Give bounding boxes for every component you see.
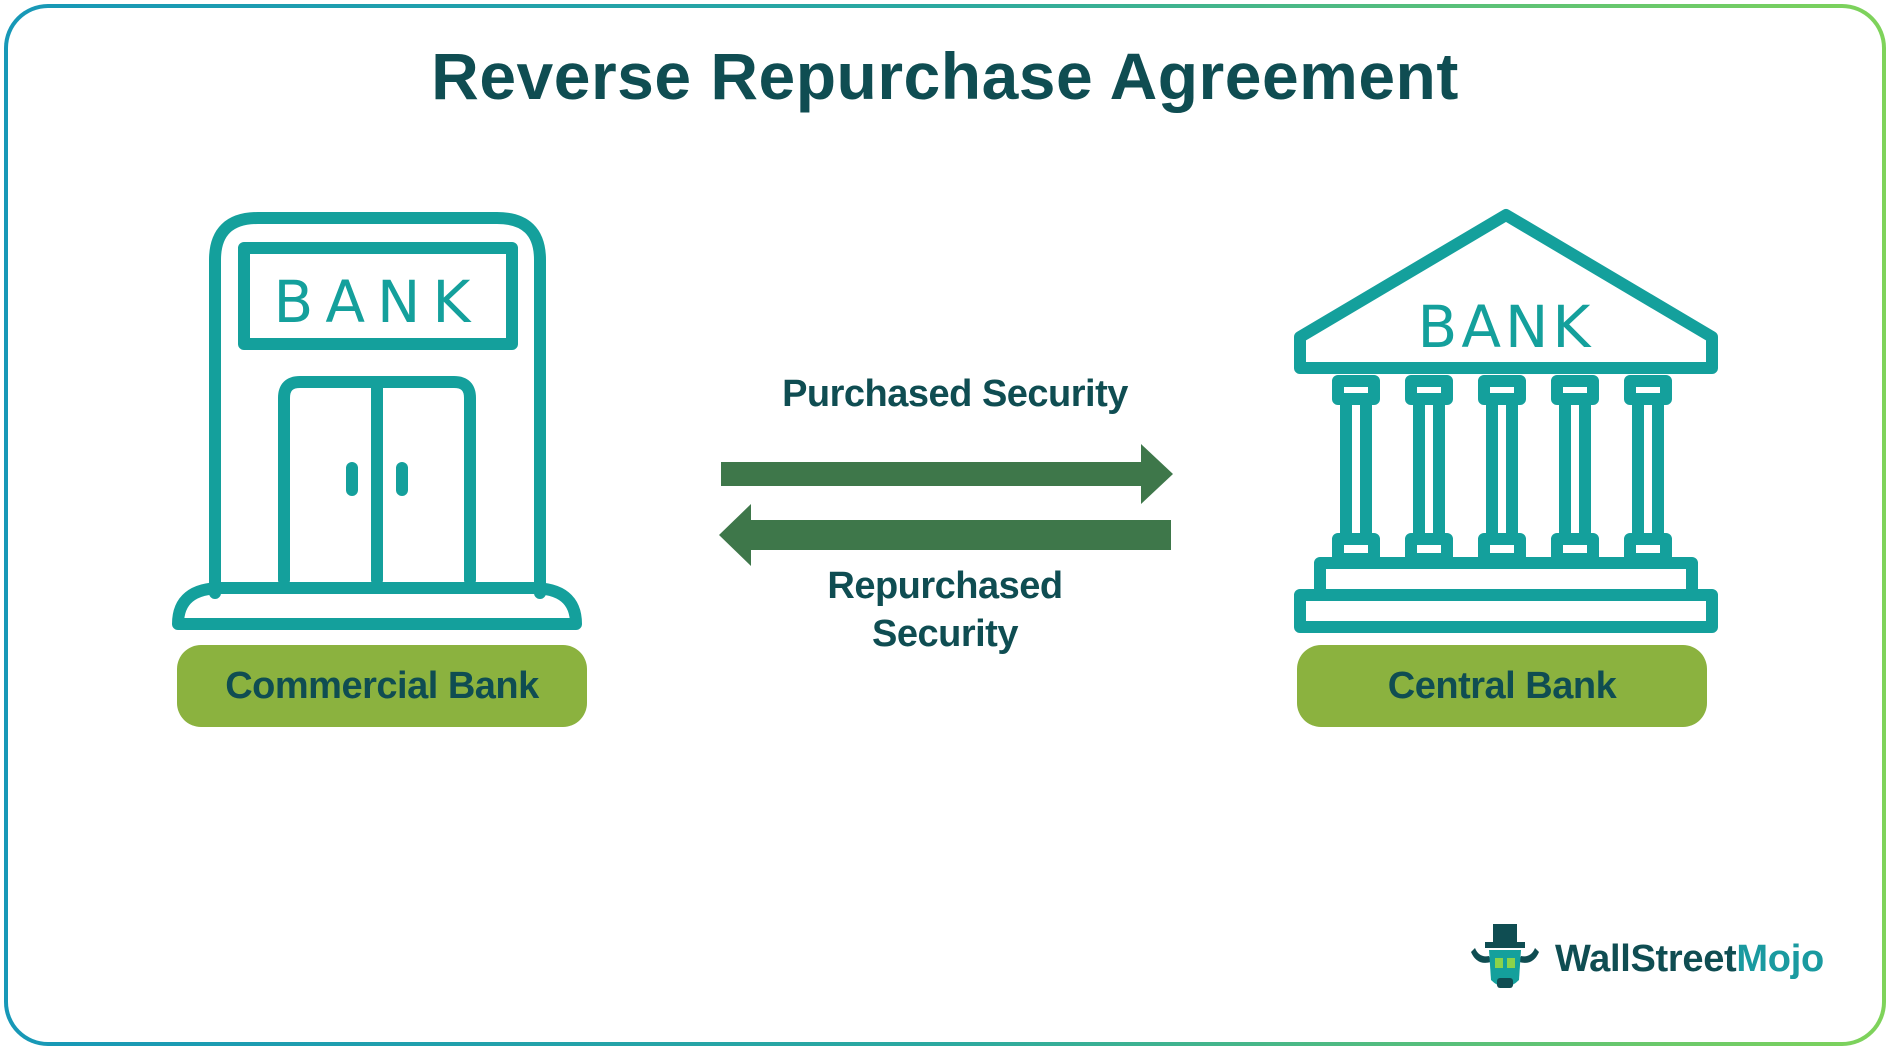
temple-lower-step: [1294, 589, 1718, 633]
bank-sign-frame: [238, 242, 518, 350]
bull-mascot-icon: [1471, 924, 1539, 988]
temple-columns: [1332, 375, 1672, 565]
commercial-bank-sign-text: BANK: [274, 268, 483, 336]
central-bank-icon: BANK: [1294, 209, 1718, 633]
repurchased-security-label-line2: Security: [872, 613, 1018, 655]
commercial-bank-outline: [209, 212, 546, 599]
repurchased-security-label-line1: Repurchased: [827, 565, 1063, 607]
commercial-bank-icon: BANK: [172, 212, 582, 630]
bank-base-step: [172, 582, 582, 630]
commercial-bank-label: Commercial Bank: [177, 645, 587, 727]
central-bank-label: Central Bank: [1297, 645, 1707, 727]
arrow-left-icon: [719, 504, 1171, 566]
brand-name-part2: Mojo: [1736, 938, 1824, 980]
temple-roof: [1294, 209, 1718, 374]
central-bank-sign-text: BANK: [1418, 293, 1595, 361]
arrow-right-icon: [721, 444, 1173, 504]
brand-logo-text: WallStreetMojo: [1555, 938, 1824, 981]
diagram-title: Reverse Repurchase Agreement: [431, 39, 1459, 113]
transaction-arrows: [719, 444, 1173, 566]
brand-name-part1: WallStreet: [1555, 938, 1737, 980]
purchased-security-label: Purchased Security: [782, 373, 1128, 415]
